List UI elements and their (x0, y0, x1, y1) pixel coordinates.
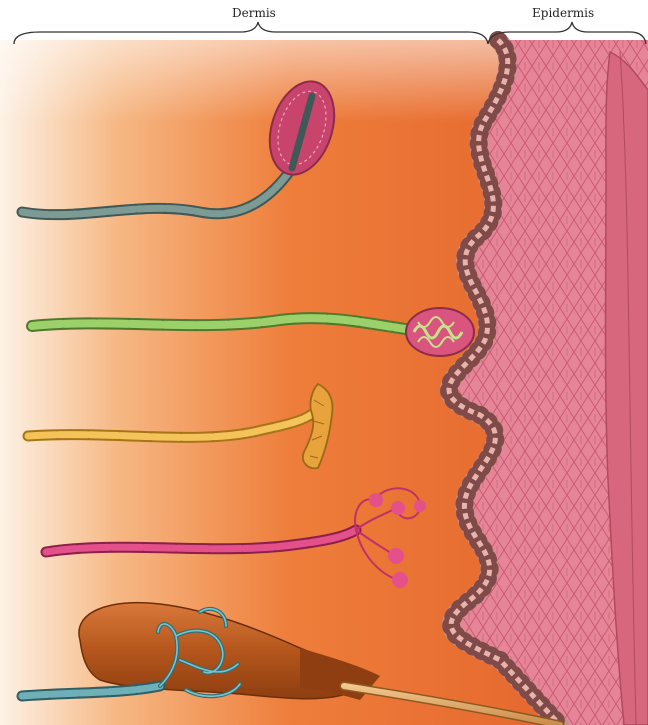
epidermis-label: Epidermis (532, 6, 594, 20)
dermis-label: Dermis (232, 6, 276, 20)
